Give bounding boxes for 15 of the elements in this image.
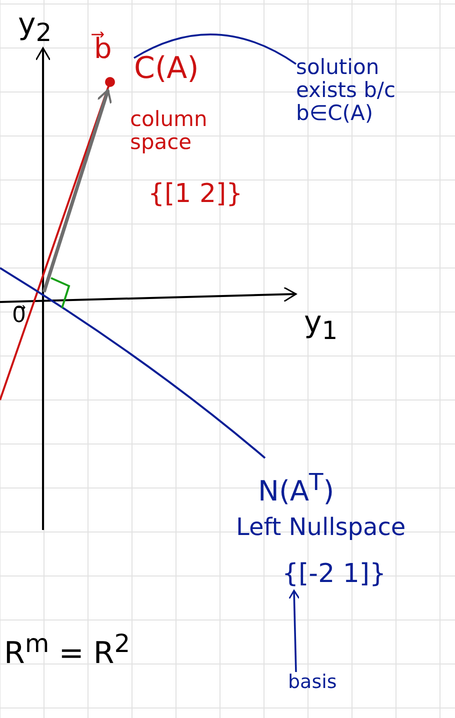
vector-label: b⃗ <box>94 34 112 65</box>
axis-label: y$_{2}$ <box>18 8 52 46</box>
axis-label: y$_{1}$ <box>304 306 338 344</box>
subspace-name: column space <box>130 108 208 154</box>
basis-vector-set: {[1 2]} <box>148 180 243 209</box>
vector-label: 0⃗ <box>12 304 26 328</box>
space-equation: R$^{m}$ = R$^{2}$ <box>4 630 130 670</box>
subspace-label: C(A) <box>134 52 199 85</box>
subspace-label: N(A$^{T}$) <box>258 470 334 508</box>
subspace-name: Left Nullspace <box>236 514 406 540</box>
note-text: solution exists b/c b∈C(A) <box>296 56 446 126</box>
arrow <box>288 590 300 672</box>
basis-vector-set: {[-2 1]} <box>282 560 386 589</box>
leader-line <box>134 34 296 65</box>
note-text: basis <box>288 672 337 693</box>
